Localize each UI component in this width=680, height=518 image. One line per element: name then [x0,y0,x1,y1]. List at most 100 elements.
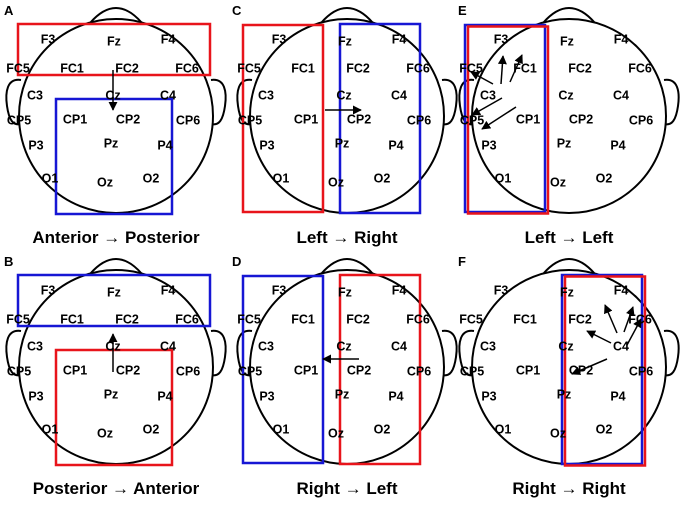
electrode-fc1: FC1 [60,312,84,326]
flow-arrow [509,54,523,83]
red-region-box [338,273,422,466]
flow-arrow [571,358,608,375]
electrode-cp2: CP2 [116,112,140,126]
electrode-p3: P3 [259,389,274,403]
electrode-fc6: FC6 [406,61,430,75]
panel-caption: Anterior → Posterior [32,228,200,247]
electrode-o1: O1 [273,422,290,436]
electrode-fc6: FC6 [175,61,199,75]
panel-caption: Posterior → Anterior [33,479,200,498]
electrode-cz: Cz [336,339,351,353]
electrode-pz: Pz [335,387,350,401]
electrode-cp6: CP6 [629,113,653,127]
electrode-c3: C3 [27,88,43,102]
right-ear [210,329,227,377]
electrode-o2: O2 [143,171,160,185]
electrode-p4: P4 [388,389,403,403]
electrode-oz: Oz [97,426,113,440]
blue-region-box [463,23,547,214]
left-ear [5,329,22,377]
flow-arrow [604,304,618,334]
electrode-fz: Fz [338,285,352,299]
electrode-fc2: FC2 [346,312,370,326]
left-ear [5,78,22,126]
electrode-p3: P3 [481,389,496,403]
red-region-box [563,275,647,467]
right-ear [663,78,680,126]
electrode-c3: C3 [258,339,274,353]
electrode-cp2: CP2 [569,112,593,126]
electrode-f4: F4 [392,32,407,46]
panel-caption: Left → Right [296,228,397,247]
electrode-cp1: CP1 [294,112,318,126]
flow-arrow [626,318,642,346]
left-ear [458,329,475,377]
electrode-fc5: FC5 [237,61,261,75]
electrode-cp6: CP6 [176,364,200,378]
blue-region-box [338,22,422,215]
panel-letter: F [458,254,466,269]
electrode-cp5: CP5 [7,364,31,378]
flow-arrow [471,97,503,116]
head-outline [471,18,667,214]
electrode-c3: C3 [27,339,43,353]
electrode-cz: Cz [336,88,351,102]
electrode-cz: Cz [558,339,573,353]
electrode-c4: C4 [160,339,176,353]
electrode-f4: F4 [614,32,629,46]
electrode-c3: C3 [258,88,274,102]
right-ear [663,329,680,377]
electrode-pz: Pz [557,387,572,401]
electrode-fc2: FC2 [115,312,139,326]
electrode-fc5: FC5 [459,61,483,75]
electrode-p3: P3 [28,389,43,403]
electrode-fc5: FC5 [6,61,30,75]
electrode-o1: O1 [273,171,290,185]
electrode-fc6: FC6 [628,61,652,75]
electrode-cp1: CP1 [294,363,318,377]
electrode-o1: O1 [495,171,512,185]
electrode-cp2: CP2 [347,112,371,126]
red-region-box [54,348,174,467]
panel-letter: C [232,3,242,18]
electrode-oz: Oz [328,175,344,189]
electrode-o2: O2 [143,422,160,436]
electrode-oz: Oz [550,426,566,440]
right-ear [441,329,458,377]
panel-letter: D [232,254,241,269]
electrode-f4: F4 [161,32,176,46]
electrode-p4: P4 [157,389,172,403]
electrode-fc6: FC6 [175,312,199,326]
electrode-fz: Fz [107,34,121,48]
electrode-o2: O2 [374,171,391,185]
panel-letter: E [458,3,467,18]
electrode-cp6: CP6 [407,113,431,127]
electrode-f3: F3 [41,32,56,46]
electrode-f4: F4 [392,283,407,297]
electrode-cz: Cz [558,88,573,102]
electrode-fc2: FC2 [115,61,139,75]
flow-arrow [586,330,612,344]
electrode-p4: P4 [610,138,625,152]
electrode-fc1: FC1 [513,61,537,75]
electrode-f4: F4 [161,283,176,297]
electrode-f3: F3 [494,32,509,46]
right-ear [210,78,227,126]
blue-region-box [54,97,174,216]
electrode-cp2: CP2 [347,363,371,377]
electrode-fc5: FC5 [459,312,483,326]
electrode-cp6: CP6 [629,364,653,378]
electrode-fz: Fz [338,34,352,48]
electrode-fc2: FC2 [346,61,370,75]
right-ear [441,78,458,126]
electrode-c4: C4 [160,88,176,102]
electrode-p4: P4 [157,138,172,152]
electrode-oz: Oz [97,175,113,189]
electrode-p3: P3 [28,138,43,152]
electrode-f3: F3 [272,283,287,297]
